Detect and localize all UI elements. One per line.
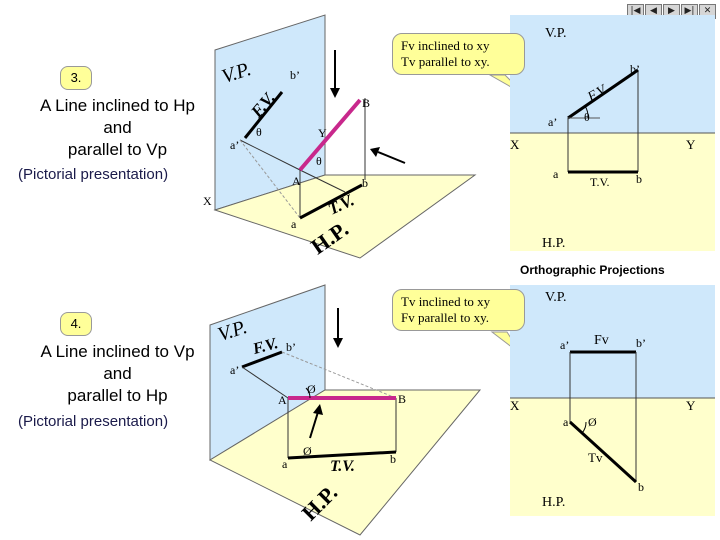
s2-phi2-label: Ø	[303, 444, 312, 458]
s1-theta2-label: θ	[316, 154, 322, 168]
section2-diagram	[208, 284, 715, 536]
s1-ortho-b: b	[636, 172, 642, 186]
s2-ortho-vp	[510, 285, 715, 398]
s1-b-dash-label: b’	[290, 68, 300, 82]
s1-title-line3: parallel to Vp	[67, 140, 168, 159]
s2-callout-line2: Fv parallel to xy.	[401, 310, 489, 325]
s1-ortho-hp	[510, 133, 715, 251]
s2-b-label: b	[390, 452, 396, 466]
s2-ortho-tv: Tv	[588, 450, 603, 465]
s1-ortho-vp-label: V.P.	[545, 26, 567, 41]
s2-ortho-a: a	[563, 415, 569, 429]
s2-ortho-vp-label: V.P.	[545, 290, 567, 305]
s2-title-line3: parallel to Hp	[67, 386, 168, 405]
s2-B-label: B	[398, 392, 407, 406]
s1-b-label: b	[362, 176, 368, 190]
s1-number: 3.	[70, 70, 82, 85]
s2-ortho-b-dash: b’	[636, 336, 646, 350]
s2-subtitle: (Pictorial presentation)	[18, 413, 169, 430]
s2-tv-label: T.V.	[330, 458, 355, 475]
s1-X-label: X	[203, 194, 212, 208]
s1-title-line2: and	[103, 118, 132, 137]
s2-ortho-X: X	[510, 398, 520, 413]
s1-callout-line2: Tv parallel to xy.	[401, 54, 490, 69]
s2-ortho-Y: Y	[686, 398, 696, 413]
s1-A-label: A	[292, 174, 301, 188]
s2-A-label: A	[278, 393, 287, 407]
s2-title-line2: and	[103, 364, 132, 383]
s2-number-badge: 4.	[60, 312, 92, 336]
s2-title: A Line inclined to Vp and parallel to Hp	[25, 341, 210, 407]
s1-ortho-Y: Y	[686, 137, 696, 152]
s2-front-view-line	[241, 350, 283, 369]
s1-number-badge: 3.	[60, 66, 92, 90]
s1-front-view-line	[243, 91, 284, 139]
s1-ortho-X: X	[510, 137, 520, 152]
s1-title: A Line inclined to Hp and parallel to Vp	[25, 95, 210, 161]
s1-ortho-a-dash: a’	[548, 115, 558, 129]
s1-ortho-a: a	[553, 167, 559, 181]
s1-true-line	[298, 98, 362, 172]
s1-callout-line1: Fv inclined to xy	[401, 38, 490, 53]
s1-ortho-vp	[510, 15, 715, 133]
s2-title-line1: A Line inclined to Vp	[40, 342, 195, 361]
s2-ortho-hp-label: H.P.	[542, 495, 566, 510]
s1-a-label: a	[291, 217, 297, 231]
s2-ortho-fv: Fv	[594, 333, 609, 348]
s1-top-view-line	[299, 183, 363, 220]
s1-theta1-label: θ	[256, 125, 262, 139]
s1-ortho-hp-label: H.P.	[542, 236, 566, 251]
s1-Y-label: Y	[318, 126, 327, 140]
s1-ortho-tv: T.V.	[590, 175, 610, 189]
s2-ortho-b: b	[638, 480, 644, 494]
s1-title-line1: A Line inclined to Hp	[40, 96, 195, 115]
s2-top-view-line	[287, 450, 397, 460]
s1-ortho-b-dash: b’	[630, 62, 640, 76]
s2-number: 4.	[70, 316, 82, 331]
s2-callout-line1: Tv inclined to xy	[401, 294, 491, 309]
s1-B-label: B	[362, 96, 371, 110]
section1-diagram	[213, 14, 715, 259]
s1-subtitle: (Pictorial presentation)	[18, 166, 169, 183]
s2-hp-plane	[208, 389, 482, 536]
s1-ortho-theta: θ	[584, 110, 590, 124]
s2-ortho-hp	[510, 398, 715, 516]
s2-a-dash-label: a’	[230, 363, 240, 377]
s2-phi1-label: Ø	[307, 382, 316, 396]
s2-b-dash-label: b’	[286, 340, 296, 354]
s2-ortho-a-dash: a’	[560, 338, 570, 352]
s2-callout: Tv inclined to xy Fv parallel to xy.	[392, 289, 525, 331]
s2-a-label: a	[282, 457, 288, 471]
s1-hp-plane	[213, 174, 477, 259]
ortho-caption: Orthographic Projections	[520, 263, 665, 277]
s1-a-dash-label: a’	[230, 138, 240, 152]
s1-callout: Fv inclined to xy Tv parallel to xy.	[392, 33, 525, 75]
s2-ortho-phi: Ø	[588, 415, 597, 429]
